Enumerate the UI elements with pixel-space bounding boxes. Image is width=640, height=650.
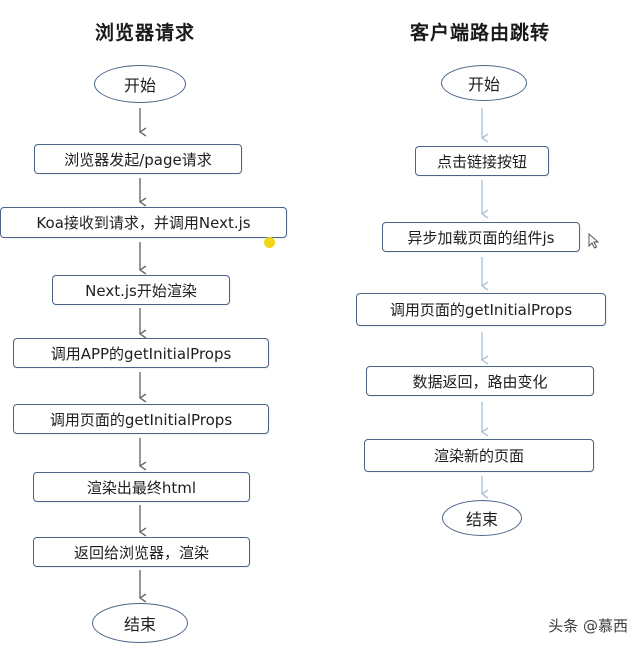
right-step-1: 点击链接按钮 [415,146,549,176]
left-end-node: 结束 [92,603,188,643]
mouse-pointer-icon [588,233,600,249]
right-flow-title: 客户端路由跳转 [410,22,551,44]
left-step-2: Koa接收到请求，并调用Next.js [0,207,287,238]
right-start-node: 开始 [441,65,527,101]
left-step-6: 渲染出最终html [33,472,250,502]
watermark-text: 头条 @慕西 [548,617,628,635]
left-step-7: 返回给浏览器，渲染 [33,537,250,567]
left-step-4: 调用APP的getInitialProps [13,338,269,368]
right-step-2: 异步加载页面的组件js [382,222,580,252]
left-step-1: 浏览器发起/page请求 [34,144,242,174]
left-step-5: 调用页面的getInitialProps [13,404,269,434]
right-step-4: 数据返回，路由变化 [366,366,594,396]
right-end-node: 结束 [442,500,522,536]
left-start-node: 开始 [94,65,186,103]
left-step-3: Next.js开始渲染 [52,275,230,305]
left-flow-title: 浏览器请求 [95,22,196,44]
cursor-highlight-dot [264,237,275,248]
right-step-3: 调用页面的getInitialProps [356,293,606,326]
right-step-5: 渲染新的页面 [364,439,594,472]
